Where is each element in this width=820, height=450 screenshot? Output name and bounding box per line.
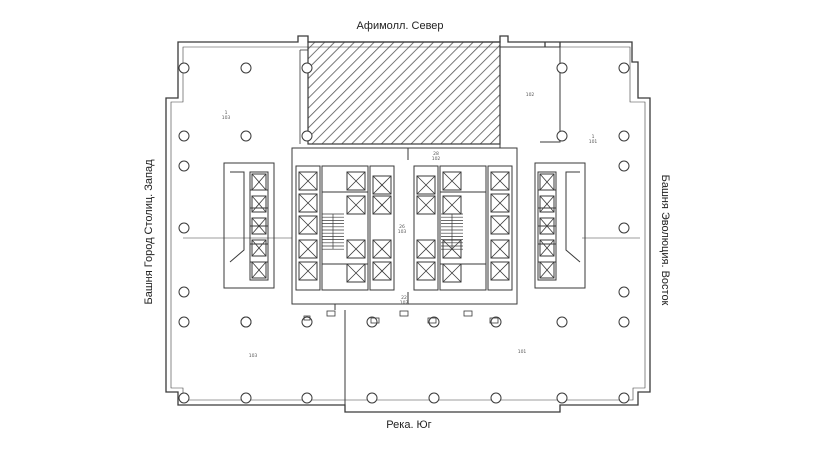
core-corridor	[183, 147, 640, 405]
elevator-car	[539, 195, 555, 213]
elevator-car	[539, 217, 555, 235]
elevator-car	[372, 261, 392, 281]
elevator-car	[372, 239, 392, 259]
fixtures	[303, 310, 499, 324]
column-marker	[301, 392, 313, 404]
stair-block-west	[223, 162, 275, 289]
elevator-car	[442, 263, 462, 283]
elevator-banks	[251, 171, 555, 283]
column-marker	[428, 392, 440, 404]
label-south: Река. Юг	[386, 419, 431, 431]
elevator-car	[372, 195, 392, 215]
column-marker	[490, 392, 502, 404]
column-marker	[490, 316, 502, 328]
column-marker	[366, 392, 378, 404]
elevator-car	[346, 171, 366, 191]
elevator-car	[539, 239, 555, 257]
elevator-car	[251, 239, 267, 257]
column-marker	[178, 62, 190, 74]
elevator-car	[298, 215, 318, 235]
structural-columns	[178, 62, 630, 404]
elevator-car	[539, 173, 555, 191]
column-marker	[240, 316, 252, 328]
column-marker	[618, 286, 630, 298]
column-marker	[428, 316, 440, 328]
elevator-car	[346, 239, 366, 259]
elevator-car	[251, 173, 267, 191]
elevator-car	[490, 261, 510, 281]
elevator-car	[346, 195, 366, 215]
room-label-ne-small: 102	[526, 92, 535, 98]
column-marker	[240, 130, 252, 142]
column-marker	[618, 222, 630, 234]
elevator-car	[251, 195, 267, 213]
elevator-car	[298, 239, 318, 259]
column-marker	[240, 62, 252, 74]
column-marker	[556, 130, 568, 142]
column-marker	[301, 62, 313, 74]
elevator-car	[416, 175, 436, 195]
elevator-car	[298, 171, 318, 191]
column-marker	[556, 392, 568, 404]
room-label-sw: 103	[249, 353, 258, 359]
room-ne-small	[499, 46, 561, 148]
column-marker	[178, 222, 190, 234]
column-marker	[366, 316, 378, 328]
elevator-car	[416, 195, 436, 215]
stair-treads	[322, 213, 344, 250]
elevator-car	[251, 217, 267, 235]
column-marker	[301, 316, 313, 328]
column-marker	[301, 130, 313, 142]
column-marker	[178, 130, 190, 142]
column-marker	[618, 160, 630, 172]
column-marker	[240, 392, 252, 404]
partition-nw	[299, 49, 308, 144]
elevator-car	[442, 171, 462, 191]
elevator-car	[490, 239, 510, 259]
label-east: Башня Эволюция. Восток	[659, 175, 671, 306]
elevator-car	[490, 193, 510, 213]
elevator-car	[346, 263, 366, 283]
stair-treads	[441, 213, 463, 250]
elevator-car	[251, 261, 267, 279]
column-marker	[178, 160, 190, 172]
column-marker	[556, 316, 568, 328]
elevator-car	[442, 195, 462, 215]
elevator-car	[372, 175, 392, 195]
column-marker	[178, 316, 190, 328]
elevator-car	[416, 261, 436, 281]
column-marker	[556, 62, 568, 74]
column-marker	[178, 392, 190, 404]
elevator-car	[298, 261, 318, 281]
column-marker	[618, 392, 630, 404]
core-rooms	[295, 165, 513, 291]
column-marker	[178, 286, 190, 298]
label-west: Башня Город Столиц. Запад	[143, 159, 155, 305]
column-marker	[618, 316, 630, 328]
column-marker	[618, 62, 630, 74]
elevator-car	[298, 193, 318, 213]
core-stairs	[322, 213, 463, 250]
stair-block-east	[534, 162, 586, 289]
hatched-shaft	[307, 41, 501, 145]
elevator-car	[490, 215, 510, 235]
elevator-car	[416, 239, 436, 259]
room-label-se: 101	[518, 349, 527, 355]
column-marker	[618, 130, 630, 142]
elevator-car	[490, 171, 510, 191]
elevator-car	[539, 261, 555, 279]
label-north: Афимолл. Север	[356, 20, 443, 32]
